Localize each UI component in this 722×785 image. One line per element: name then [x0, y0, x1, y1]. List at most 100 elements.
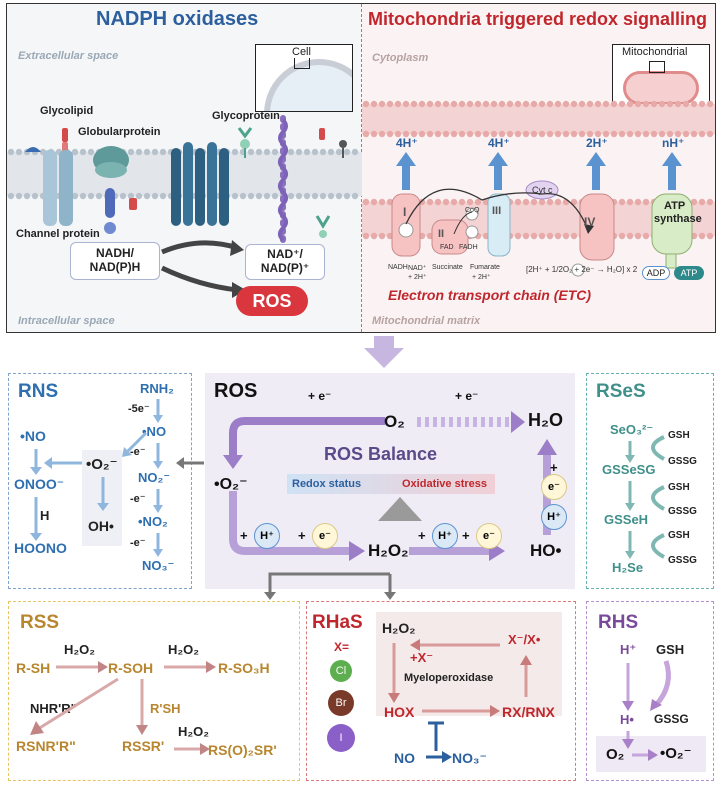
- lipid-head: [159, 148, 167, 156]
- lipid-head: [23, 192, 31, 200]
- lipid-head: [706, 130, 714, 138]
- rss-rssr: RSSR': [122, 738, 165, 754]
- lipid-head: [666, 130, 674, 138]
- rns-minus-e-3: -e⁻: [130, 537, 146, 549]
- glycoprotein-label: Glycoprotein: [212, 110, 280, 122]
- lipid-head: [522, 100, 530, 108]
- lipid-head: [394, 130, 402, 138]
- rhs-hplus: H⁺: [620, 642, 637, 657]
- ros-hplus-2: H⁺: [438, 530, 452, 542]
- glycoprotein-icon: [237, 127, 253, 158]
- lipid-head: [466, 100, 474, 108]
- rhas-no3: NO₃⁻: [452, 750, 487, 766]
- lipid-head: [351, 148, 359, 156]
- rss-rso3h: R-SO₃H: [218, 660, 270, 676]
- rss-h2o2-3: H₂O₂: [178, 724, 210, 739]
- lipid-head: [402, 100, 410, 108]
- lipid-head: [666, 100, 674, 108]
- lipid-head: [7, 148, 15, 156]
- ros-plus-1: +: [240, 528, 248, 543]
- lipid-head: [690, 130, 698, 138]
- channel-protein-icon: [43, 150, 73, 226]
- rhs-superoxide: •O₂⁻: [660, 745, 692, 762]
- lipid-head: [410, 100, 418, 108]
- lipid-head: [458, 198, 466, 206]
- lipid-head: [426, 100, 434, 108]
- etc-diagram: [391, 152, 693, 277]
- lipid-head: [586, 130, 594, 138]
- lipid-head: [562, 232, 570, 240]
- lipid-head: [506, 130, 514, 138]
- rns-minus-e-2: -e⁻: [130, 493, 146, 505]
- ros-h2o: H₂O: [528, 410, 563, 430]
- lipid-head: [522, 130, 530, 138]
- ros-e-3: e⁻: [548, 481, 560, 493]
- lipid-head: [458, 100, 466, 108]
- lipid-head: [706, 232, 714, 240]
- nad-box: NAD⁺/ NAD(P)⁺: [245, 244, 325, 280]
- rses-gsh-1: GSH: [668, 430, 690, 441]
- lipid-head: [690, 100, 698, 108]
- lipid-head: [362, 232, 370, 240]
- rss-rsh: R-SH: [16, 660, 51, 676]
- lipid-head: [79, 148, 87, 156]
- lipid-head: [682, 100, 690, 108]
- lipid-head: [247, 192, 255, 200]
- rhas-hox: HOX: [384, 704, 415, 720]
- mito-inset-label: Mitochondrial: [622, 46, 688, 58]
- lipid-head: [586, 100, 594, 108]
- lipid-head: [434, 198, 442, 206]
- h-label-4: nH⁺: [662, 136, 685, 150]
- lipid-head: [490, 130, 498, 138]
- rns-superoxide: •O₂⁻: [86, 456, 118, 473]
- nadph-title: NADPH oxidases: [96, 8, 259, 30]
- rhas-panel: [306, 601, 576, 781]
- lipid-head: [634, 198, 642, 206]
- lipid-head: [343, 148, 351, 156]
- rhs-panel: [586, 601, 714, 781]
- lipid-head: [514, 130, 522, 138]
- lipid-head: [263, 148, 271, 156]
- ros-e-pill-3: e⁻: [541, 474, 567, 500]
- nadh-box: NADH/ NAD(P)H: [70, 242, 160, 280]
- cell-focus-box: [294, 57, 310, 69]
- rhas-plus-x: +X⁻: [410, 650, 434, 665]
- lipid-head: [247, 148, 255, 156]
- ros-title: ROS: [214, 380, 258, 402]
- rns-no3: NO₃⁻: [142, 558, 175, 573]
- ros-hplus-3: H⁺: [547, 511, 561, 523]
- rns-no2-rad: •NO₂: [138, 514, 168, 529]
- lipid-head: [634, 100, 642, 108]
- lipid-head: [434, 100, 442, 108]
- atp-label: ATP: [680, 268, 698, 278]
- nad-line1: NAD⁺/: [267, 247, 303, 261]
- lipid-head: [538, 198, 546, 206]
- lipid-head: [562, 100, 570, 108]
- ros-balance: ROS Balance: [324, 444, 438, 464]
- lipid-head: [538, 100, 546, 108]
- lipid-head: [498, 100, 506, 108]
- lipid-head: [127, 148, 135, 156]
- lipid-head: [650, 100, 658, 108]
- succinate-label: Succinate: [432, 264, 463, 271]
- ros-h2o2: H₂O₂: [368, 541, 409, 560]
- lipid-head: [442, 198, 450, 206]
- mito-focus-box: [649, 61, 665, 73]
- lipid-head: [426, 198, 434, 206]
- rses-gssg-1: GSSG: [668, 456, 697, 467]
- rses-gsseSg: GSSeSG: [602, 462, 656, 477]
- lipid-head: [626, 100, 634, 108]
- ros-ho: HO•: [530, 541, 562, 560]
- atp-pill: ATP: [674, 266, 704, 280]
- lipid-head: [698, 130, 706, 138]
- etc-label: Electron transport chain (ETC): [388, 287, 592, 303]
- nad-etc-label: NAD⁺: [408, 265, 427, 272]
- rses-seo3: SeO₃²⁻: [610, 422, 654, 437]
- lipid-head: [335, 148, 343, 156]
- lipid-head: [634, 130, 642, 138]
- lipid-head: [450, 198, 458, 206]
- rns-no: •NO: [20, 428, 46, 444]
- halogen-i-label: I: [339, 732, 343, 744]
- lipid-head: [450, 100, 458, 108]
- rhs-o2: O₂: [606, 746, 625, 763]
